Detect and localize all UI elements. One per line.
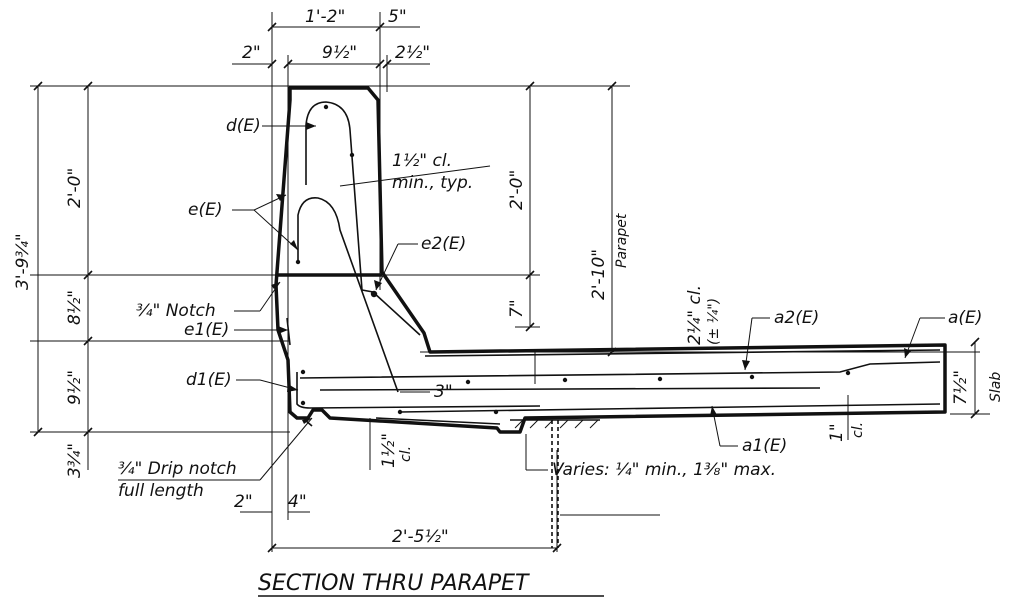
bar-slope	[375, 417, 501, 425]
bar-a1	[399, 403, 941, 413]
dim-two-half: 2½"	[395, 43, 430, 63]
label-aE: a(E)	[948, 308, 982, 328]
label-drip-2: full length	[118, 481, 204, 501]
label-dE: d(E)	[226, 116, 261, 136]
dim-top-right: 5"	[388, 7, 407, 27]
dim-nine-half: 9½"	[322, 43, 357, 63]
bar-lower	[319, 387, 821, 391]
dim-width-total: 2'-5½"	[392, 527, 449, 547]
label-notch: ¾" Notch	[136, 301, 216, 321]
dim-seven: 7"	[507, 299, 527, 318]
dim-two-bottom: 2"	[234, 492, 253, 512]
dim-parapet-word: Parapet	[614, 213, 630, 268]
label-eE: e(E)	[188, 200, 222, 220]
bar-d1	[296, 372, 541, 409]
dim-overall-height: 3'-9¾"	[13, 233, 33, 290]
dim-cover-2q: 2¼" cl.	[685, 285, 705, 345]
section-title: SECTION THRU PARAPET	[258, 571, 530, 596]
support-hatch	[510, 419, 600, 548]
label-varies: Varies: ¼" min., 1⅜" max.	[552, 460, 776, 480]
dim-two-zero-inner: 2'-0"	[507, 170, 527, 210]
leader-arrows	[271, 122, 911, 424]
label-a2E: a2(E)	[774, 308, 819, 328]
bar-dots	[295, 104, 851, 415]
dim-nine-half-left: 9½"	[65, 370, 85, 405]
bar-a2	[424, 349, 941, 357]
bar-e	[297, 197, 399, 393]
dimension-lines	[37, 26, 976, 549]
dim-slab: 7½"	[951, 370, 971, 405]
label-d1E: d1(E)	[186, 370, 232, 390]
dim-one-half-cl: 1½"	[379, 433, 399, 468]
dim-cover-tol: (± ¼")	[706, 298, 722, 345]
dim-cl-right: cl.	[850, 422, 866, 438]
label-clear-2: min., typ.	[392, 173, 473, 193]
dim-parapet-height: 2'-10"	[589, 249, 609, 300]
dim-four-bottom: 4"	[288, 492, 307, 512]
reinforcing-bars	[286, 101, 941, 425]
label-a1E: a1(E)	[742, 436, 787, 456]
dim-cl-left: cl.	[398, 446, 414, 462]
label-e1E: e1(E)	[184, 320, 229, 340]
label-e2E: e2(E)	[421, 234, 466, 254]
bar-a	[299, 361, 941, 379]
dim-three: 3"	[434, 382, 453, 402]
bar-d	[305, 101, 363, 291]
dim-two-in-top: 2"	[242, 43, 261, 63]
dim-top-total: 1'-2"	[305, 7, 345, 27]
parapet-outline	[274, 86, 947, 434]
label-drip-1: ¾" Drip notch	[118, 459, 237, 479]
dim-one-cl: 1"	[827, 423, 847, 442]
dim-two-zero-left: 2'-0"	[65, 168, 85, 208]
dim-eight-half: 8½"	[65, 290, 85, 325]
dim-three-quarter: 3¾"	[65, 443, 85, 478]
dimension-ticks	[33, 22, 980, 553]
dim-slab-word: Slab	[988, 372, 1004, 402]
label-clear-1: 1½" cl.	[392, 151, 452, 171]
bar-e1	[286, 317, 291, 346]
